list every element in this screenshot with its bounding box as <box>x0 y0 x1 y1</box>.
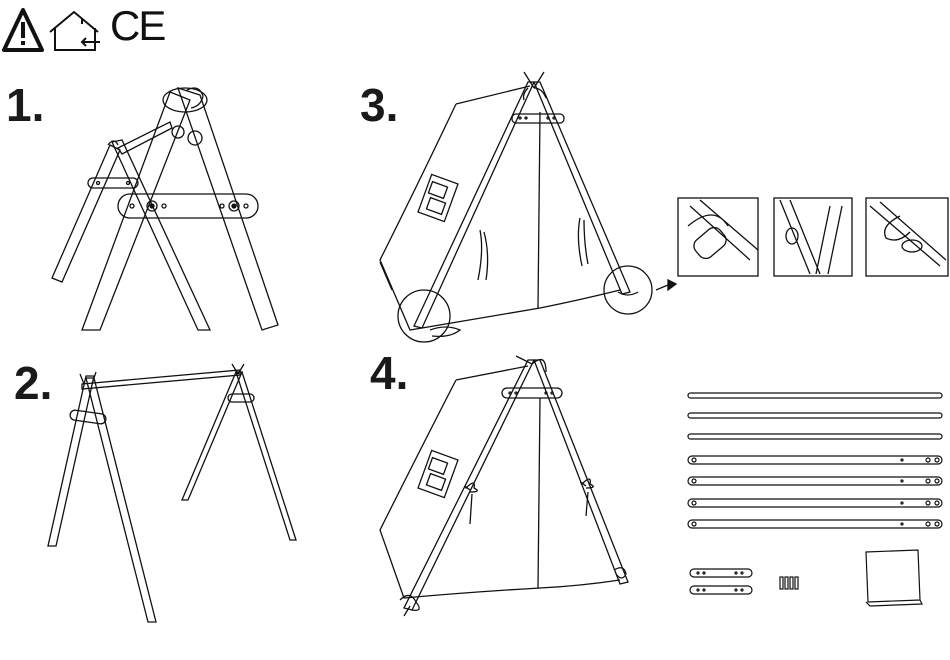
detail-boxes <box>678 198 948 276</box>
step-number-4: 4. <box>370 350 408 396</box>
parts-list <box>688 393 942 606</box>
step-number-3: 3. <box>360 82 398 128</box>
step-3-illustration <box>380 72 676 342</box>
step-2-illustration <box>48 364 296 622</box>
step-number-1: 1. <box>6 82 44 128</box>
indoor-use-icon <box>50 12 100 50</box>
step-number-2: 2. <box>14 360 52 406</box>
warning-icon <box>4 10 42 50</box>
ce-mark-icon: CE <box>110 2 164 50</box>
step-4-illustration <box>380 356 628 616</box>
step-1-illustration <box>52 88 278 330</box>
